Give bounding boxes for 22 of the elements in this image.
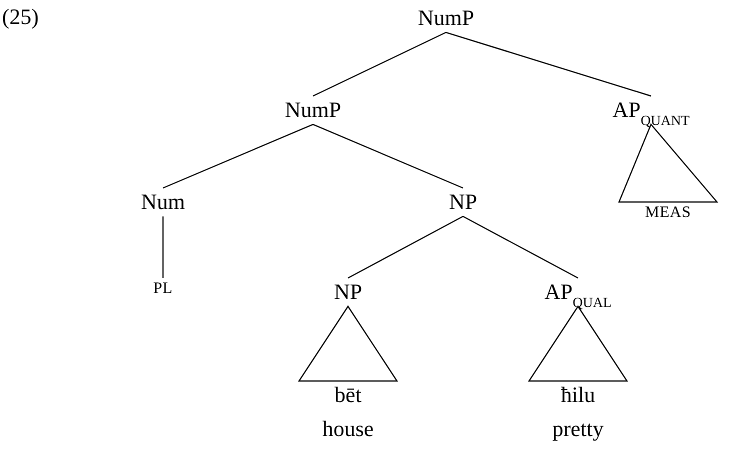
- tree-branch: [446, 32, 652, 97]
- tree-label: bēt: [334, 382, 362, 408]
- tree-triangle: [528, 305, 628, 382]
- tree-label: NumP: [418, 5, 474, 32]
- tree-label: PL: [153, 279, 173, 298]
- gloss-text: house: [322, 416, 374, 443]
- tree-label: NP: [448, 189, 478, 216]
- tree-branch: [162, 124, 314, 189]
- tree-label: NP: [334, 279, 362, 306]
- tree-triangle: [618, 123, 718, 203]
- tree-label: NumP: [284, 97, 342, 124]
- tree-branch: [462, 216, 578, 279]
- tree-label: Num: [141, 189, 185, 216]
- gloss-text: pretty: [552, 416, 604, 443]
- tree-branch: [312, 124, 464, 189]
- example-number: (25): [2, 4, 39, 30]
- tree-branch: [348, 216, 464, 279]
- tree-branch: [162, 216, 164, 278]
- tree-label: ħilu: [560, 382, 596, 408]
- tree-branch: [312, 32, 446, 97]
- tree-triangle: [298, 305, 398, 382]
- tree-label: MEAS: [644, 203, 692, 222]
